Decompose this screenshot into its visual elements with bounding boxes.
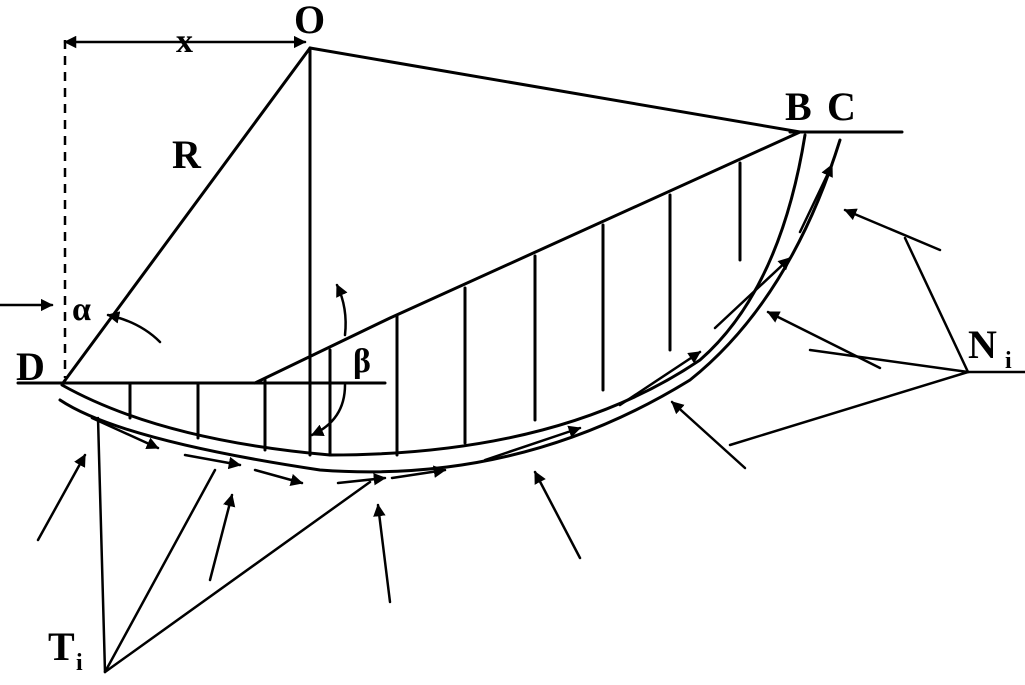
- label-T: T: [48, 624, 75, 669]
- label-N-subscript: i: [1005, 348, 1012, 374]
- label-B: B: [785, 84, 812, 129]
- alpha-arc: [106, 311, 162, 344]
- label-N: N: [968, 322, 997, 367]
- slope-surface-line: [253, 130, 802, 385]
- label-T-subscript: i: [76, 650, 83, 676]
- radius-R-line: [61, 46, 312, 385]
- normal-force-arrows: [36, 208, 942, 604]
- label-x: x: [176, 23, 193, 60]
- label-alpha: α: [72, 291, 91, 328]
- label-beta: β: [353, 343, 371, 380]
- beta-upper-arc: [335, 283, 348, 337]
- slip-surface-inner-curve: [60, 133, 807, 457]
- radius-OB-line: [308, 46, 802, 134]
- label-R: R: [172, 132, 202, 177]
- label-D: D: [16, 344, 45, 389]
- slip-surface-outer-curve: [58, 138, 842, 474]
- slice-lines: [128, 161, 742, 457]
- label-C: C: [827, 84, 856, 129]
- tangential-force-arrows: [90, 163, 834, 487]
- Ti-force-lines: [96, 416, 372, 674]
- label-O: O: [294, 0, 325, 42]
- beta-lower-arc: [310, 383, 347, 437]
- Ni-force-lines: [728, 236, 1025, 447]
